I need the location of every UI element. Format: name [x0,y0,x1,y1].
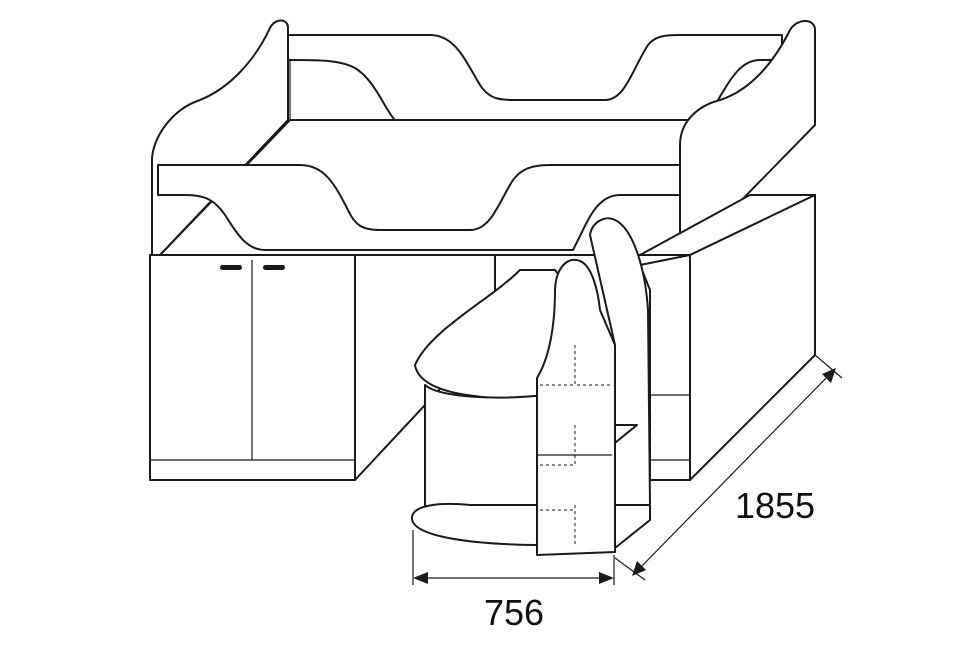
width-label: 756 [484,592,544,633]
back-guard-rail [282,34,783,121]
width-dimension: 756 [412,530,615,633]
bed-frame [151,19,816,256]
side-cabinet [639,194,816,481]
side-cabinet-face [639,254,691,481]
right-headboard [679,20,816,256]
front-guard-rail [157,164,681,251]
desk-base [411,502,546,546]
desk-body [424,384,546,519]
door-handle-left [220,265,242,270]
ladder-front-panel [536,258,616,556]
depth-label: 1855 [735,485,815,526]
depth-dimension: 1855 [614,354,843,581]
depth-arrow-top [822,368,836,383]
width-arrow-right [599,572,614,584]
left-headboard [151,19,289,256]
width-arrow-left [413,572,428,584]
ladder-back-panel [589,217,651,511]
door-handle-right [263,265,285,270]
ladder-shelf [536,217,651,556]
depth-arrow-bottom [632,561,646,576]
